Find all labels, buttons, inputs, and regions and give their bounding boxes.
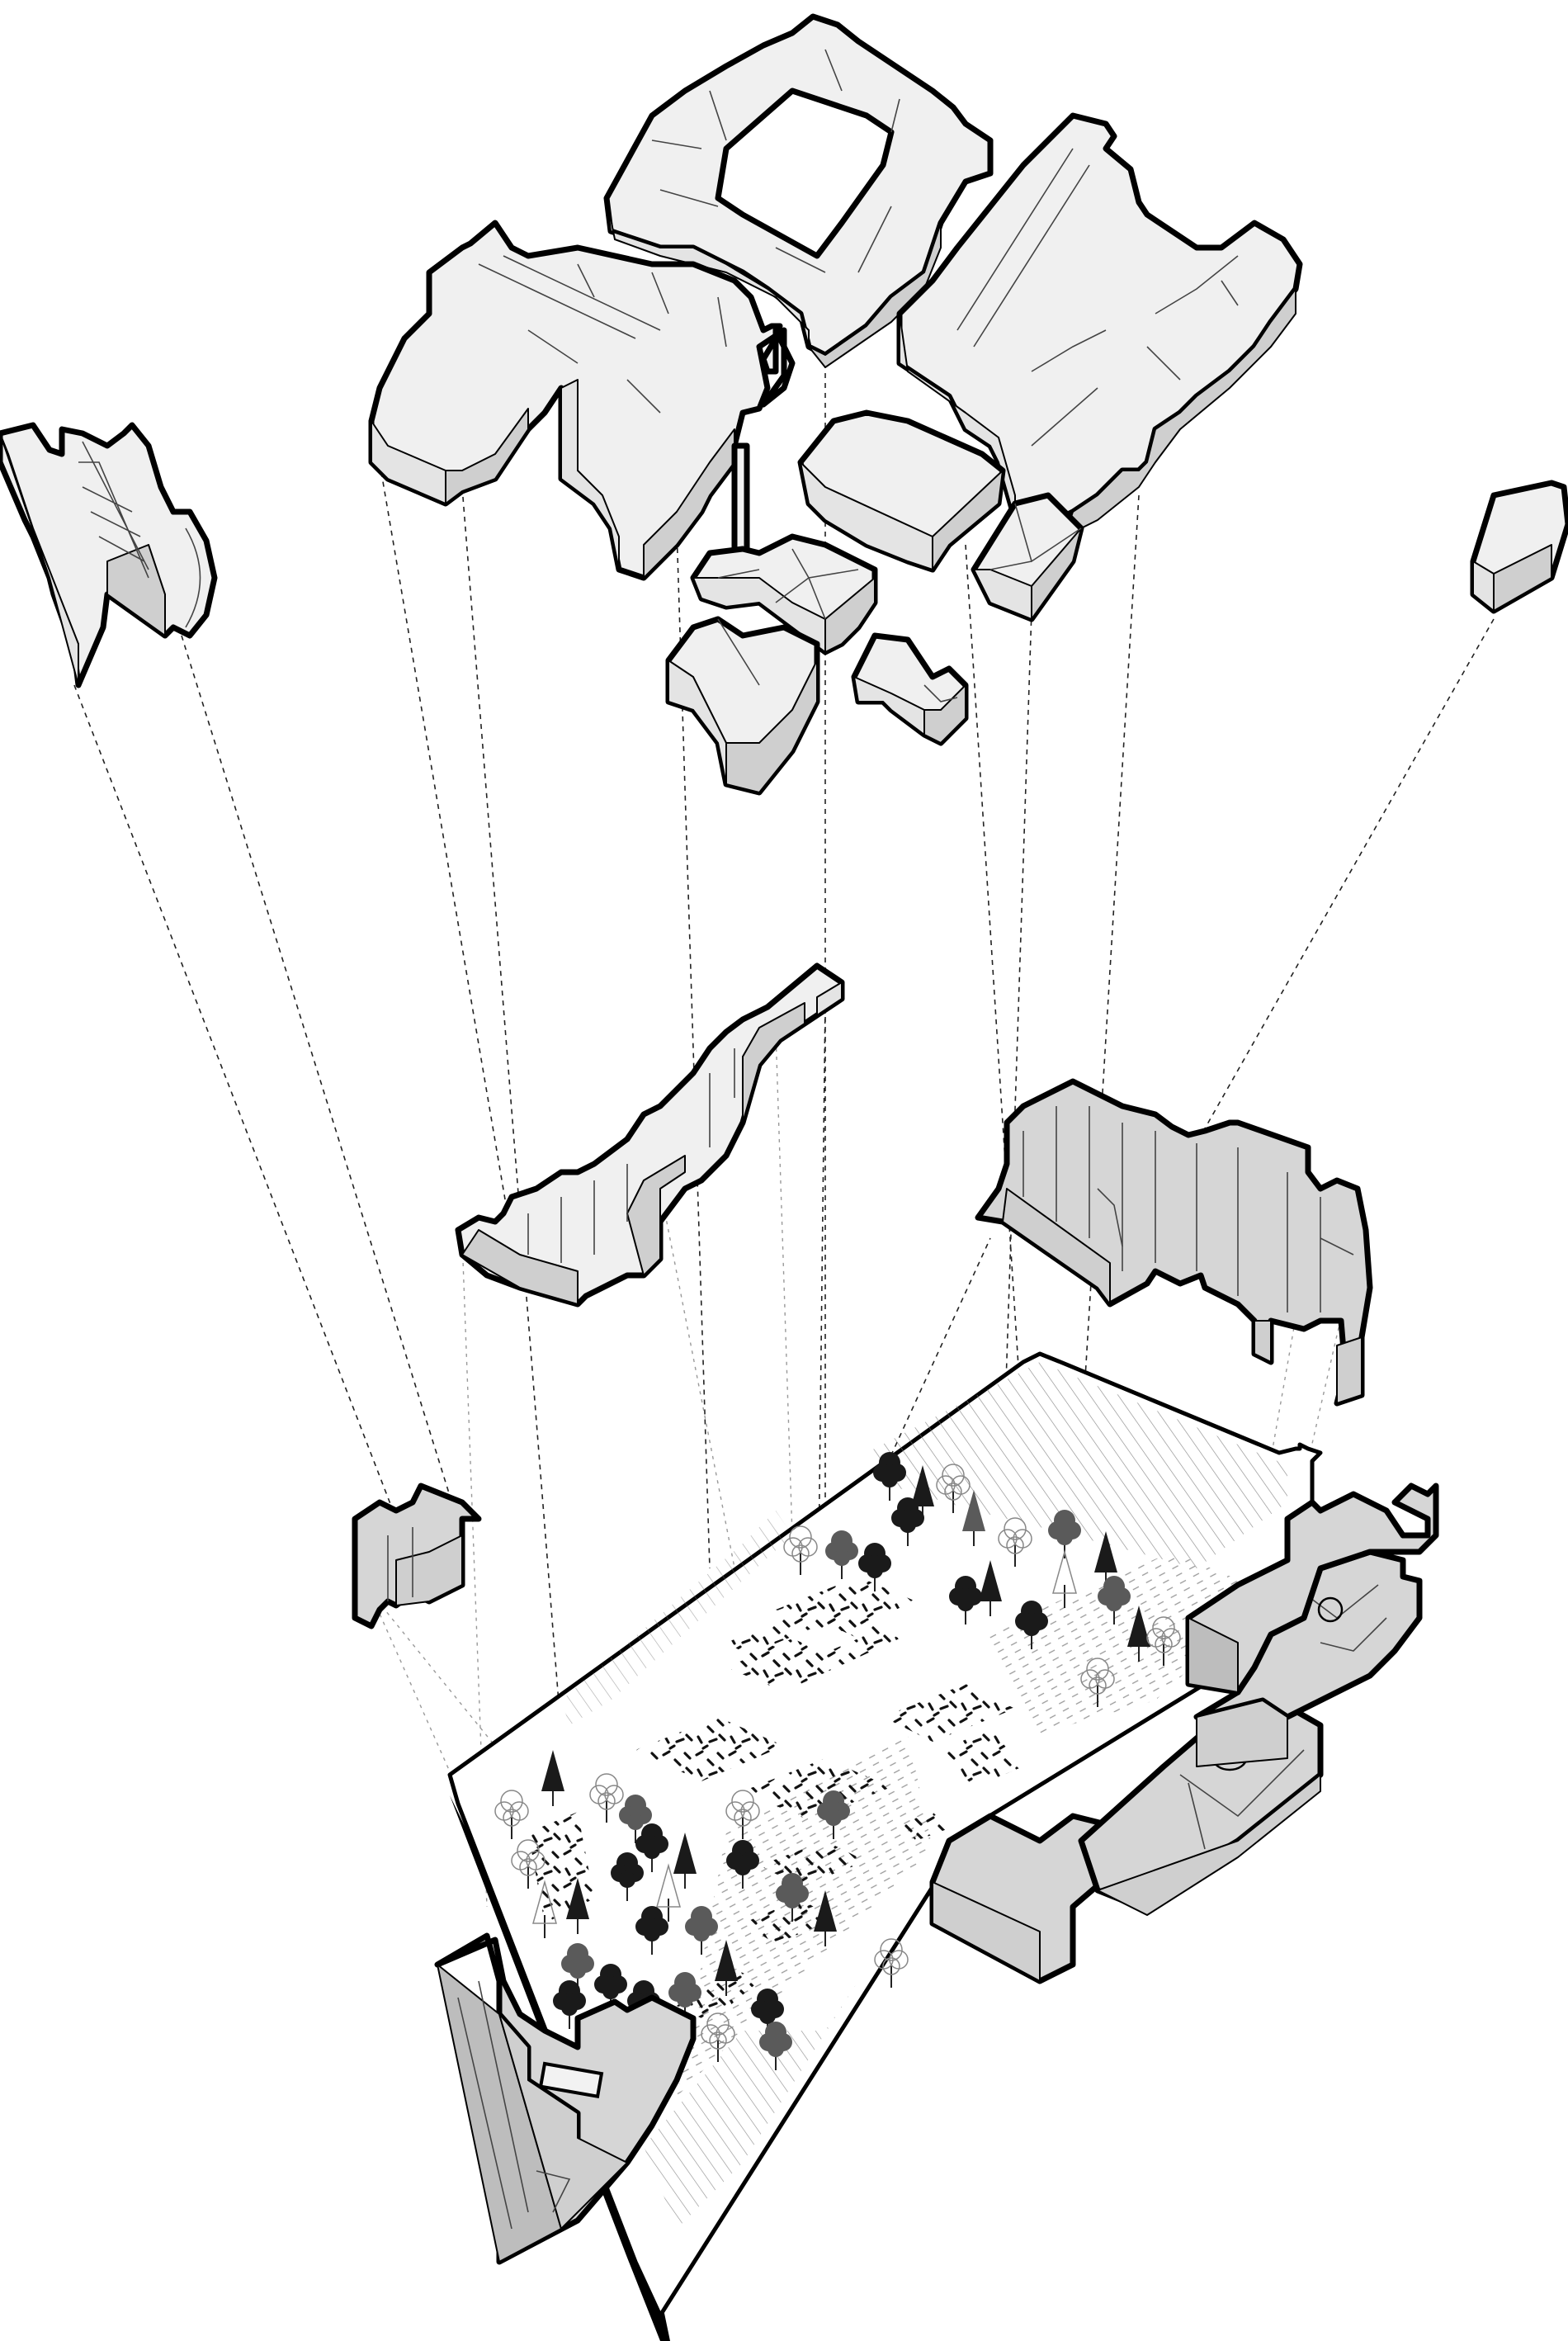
tree-28 [776,1873,809,1922]
pavement-block-low2 [743,1899,834,1944]
tree-43 [1080,1658,1115,1707]
pavement-block-r2 [941,1729,1023,1787]
tree-17 [1098,1576,1131,1625]
middle-dark-block [975,1078,1373,1407]
pavement-path [677,1965,759,2022]
tree-14 [1052,1549,1077,1608]
tree-25 [656,1863,681,1922]
pavement-block-low [759,1841,867,1886]
upper-notched-block [851,632,969,746]
upper-domed-building [0,422,218,688]
lower-left-building [434,1932,697,2265]
tree-44 [949,1576,982,1625]
tree-24 [611,1852,644,1901]
tree-48 [725,1790,760,1839]
upper-right-large-building [896,112,1303,537]
tree-3 [936,1464,971,1513]
tree-29 [814,1890,837,1946]
tree-4 [891,1497,924,1546]
upper-hip-roof-building [971,492,1084,622]
tree-20 [589,1773,624,1823]
tree-15 [1127,1606,1150,1662]
tree-13 [1015,1601,1048,1649]
tree-27 [726,1840,759,1889]
tree-46 [817,1790,850,1839]
site-hatch-right [982,1552,1271,1733]
pavement-block-mid [743,1758,891,1820]
tree-40 [532,1880,557,1938]
tree-18 [541,1750,564,1806]
middle-building-layer [352,962,1373,1629]
tree-6 [998,1517,1032,1567]
middle-long-building [455,962,845,1308]
tree-34 [594,1964,627,2012]
lower-right-building [929,1483,1439,1984]
upper-pyramid-building [690,533,878,655]
site-hatch-upper [867,1362,1287,1568]
tree-41 [701,2012,735,2062]
tree-5 [962,1490,985,1546]
tree-45 [874,1938,909,1988]
upper-building-layer [0,13,1568,796]
pavement-block-tiny [900,1812,949,1841]
tree-38 [751,1989,784,2037]
tree-1 [873,1452,906,1501]
tree-37 [715,1940,738,1996]
tree-47 [511,1839,545,1889]
pavement-block-center [635,1717,784,1781]
upper-small-right-block [1470,480,1568,614]
tree-21 [619,1795,652,1843]
upper-rect-block [797,409,1006,573]
tree-7 [1048,1510,1081,1558]
tree-42 [759,2022,792,2070]
tree-12 [979,1560,1002,1616]
tree-33 [553,1980,586,2029]
tree-10 [825,1530,858,1579]
tree-16 [1146,1616,1181,1666]
tree-32 [561,1943,594,1992]
tree-19 [494,1790,529,1839]
site-hatch-left-edge [561,1511,792,1725]
tree-31 [685,1906,718,1955]
tree-23 [673,1833,697,1889]
middle-small-block [352,1483,482,1629]
tree-11 [858,1543,891,1591]
site-hatch-bottom [644,1981,858,2229]
upper-lower-left-block [665,616,820,796]
tree-22 [635,1823,668,1872]
tree-36 [668,1972,701,2021]
upper-left-l-building [368,220,796,598]
tree-30 [635,1906,668,1955]
pavement-block-right [883,1684,1015,1742]
pavement-frame [726,1601,900,1684]
tree-26 [566,1878,589,1934]
tree-9 [783,1525,818,1575]
